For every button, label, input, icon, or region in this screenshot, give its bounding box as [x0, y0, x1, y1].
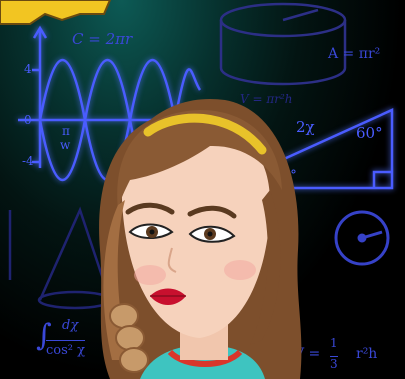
cone-frac-num: 1	[330, 336, 338, 350]
eyebrow-left	[125, 202, 175, 215]
triangle-drawing	[219, 108, 394, 190]
cylinder-drawing	[219, 2, 347, 86]
cone-frac-den: 3	[330, 356, 338, 371]
integral-sign: ∫	[36, 318, 52, 353]
angle-2x-label: 2χ	[296, 118, 315, 136]
nose	[167, 247, 177, 273]
tick-0: 0	[24, 113, 32, 127]
eye-right	[188, 225, 236, 243]
formula-volume-cyl: V = πr²h	[240, 92, 293, 106]
braid	[109, 303, 149, 373]
eyebrow-right	[187, 205, 237, 219]
logo-fragment	[0, 0, 110, 24]
integral-den: cos² χ	[46, 340, 85, 358]
cone-rh: r²h	[356, 346, 378, 362]
angle-60-label: 60°	[356, 124, 383, 142]
formula-circumference: C = 2πr	[72, 30, 133, 48]
circle-drawing	[334, 210, 390, 266]
pi-label: π	[62, 124, 70, 138]
headband	[143, 113, 267, 155]
tick-minus-4: -4	[22, 154, 34, 168]
w-label: w	[60, 138, 71, 152]
integral-num: dχ	[62, 318, 79, 333]
tick-4: 4	[24, 62, 32, 76]
formula-area: A = πr²	[328, 46, 381, 62]
eye-left	[128, 223, 174, 239]
